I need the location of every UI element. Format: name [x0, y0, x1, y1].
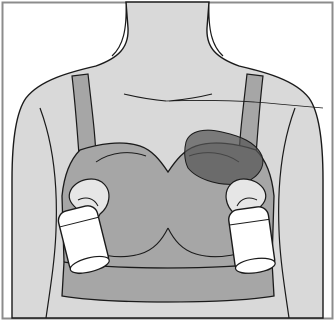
right-bottle [227, 206, 276, 276]
